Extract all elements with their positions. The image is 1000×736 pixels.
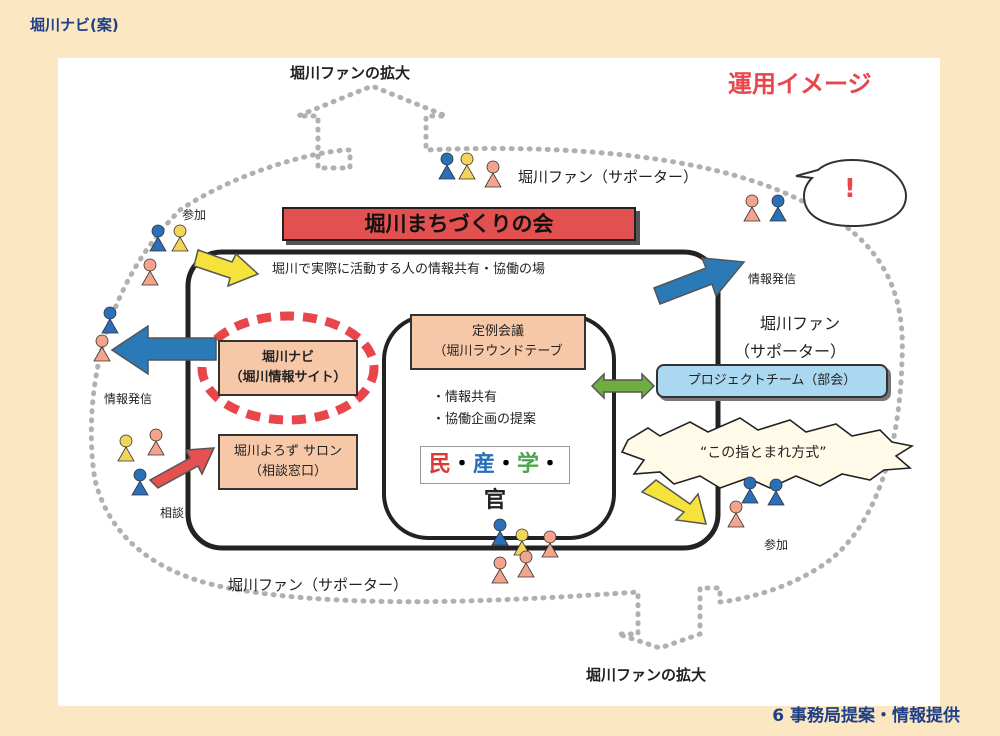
- people-top: [438, 152, 502, 188]
- arrow-soudan: [148, 447, 216, 489]
- people-right-bottom: [727, 476, 785, 528]
- sector-san: 産: [472, 452, 495, 477]
- kono-yubi-label: “この指とまれ方式”: [700, 445, 827, 461]
- people-right-top: [743, 194, 787, 222]
- arrow-double: [590, 372, 656, 400]
- people-bottom: [491, 518, 559, 584]
- sector-dot: ・: [539, 452, 562, 477]
- kai-description: 堀川で実際に活動する人の情報共有・協働の場: [272, 262, 546, 277]
- sector-dot: ・: [495, 452, 518, 477]
- activity-item: ・情報共有: [432, 390, 498, 405]
- joho-left-label: 情報発信: [104, 392, 153, 406]
- people-left-top: [141, 224, 189, 286]
- image-title: 運用イメージ: [728, 70, 872, 98]
- sector-dot: ・: [450, 452, 473, 477]
- navi-highlight: [197, 311, 379, 425]
- joho-right-label: 情報発信: [748, 272, 797, 286]
- kai-name-banner: 堀川まちづくりの会: [282, 207, 636, 241]
- fans-right-sub: （サポーター）: [734, 342, 847, 361]
- exclamation-icon: !: [844, 174, 856, 204]
- sector-kan: 官: [483, 488, 506, 513]
- fans-right-label: 堀川ファン: [760, 314, 841, 333]
- fan-boundary: [88, 83, 905, 651]
- sanka-left-label: 参加: [182, 208, 207, 222]
- navi-box: 堀川ナビ （堀川情報サイト）: [218, 340, 358, 396]
- teirei-box: 定例会議 （堀川ラウンドテーブ: [410, 314, 586, 370]
- teirei-title: 定例会議: [471, 324, 524, 339]
- speech-bubble: [795, 158, 908, 228]
- kono-yubi-burst: [620, 417, 915, 489]
- footer-caption: 6 事務局提案・情報提供: [772, 706, 960, 726]
- project-team-box: プロジェクトチーム（部会）: [656, 364, 888, 398]
- arrow-joho-left: [110, 324, 217, 376]
- arrow-joho-right: [653, 257, 746, 305]
- salon-box: 堀川よろず サロン （相談窓口）: [218, 434, 358, 490]
- arrow-sanka-left: [193, 249, 260, 288]
- navi-title: 堀川ナビ: [261, 350, 314, 365]
- fans-top-label: 堀川ファン（サポーター）: [518, 168, 699, 186]
- kai-frame: [185, 249, 721, 551]
- activity-item: ・協働企画の提案: [432, 412, 537, 427]
- navi-subtitle: （堀川情報サイト）: [229, 370, 347, 385]
- sector-min: 民: [428, 452, 451, 477]
- sector-gaku: 学: [517, 452, 540, 477]
- teirei-subtitle: （堀川ラウンドテーブ: [433, 344, 563, 359]
- sanka-right-label: 参加: [764, 538, 789, 552]
- expand-bottom-label: 堀川ファンの拡大: [586, 666, 707, 684]
- page-title: 堀川ナビ(案): [30, 16, 119, 34]
- arrow-sanka-right: [640, 479, 708, 525]
- expand-top-label: 堀川ファンの拡大: [290, 64, 411, 82]
- salon-title: 堀川よろず サロン: [233, 444, 343, 459]
- fans-bottom-label: 堀川ファン（サポーター）: [228, 576, 409, 594]
- soudan-label: 相談: [160, 506, 185, 520]
- salon-subtitle: （相談窓口）: [248, 464, 327, 479]
- sector-labels: 民・産・学・官: [420, 446, 570, 513]
